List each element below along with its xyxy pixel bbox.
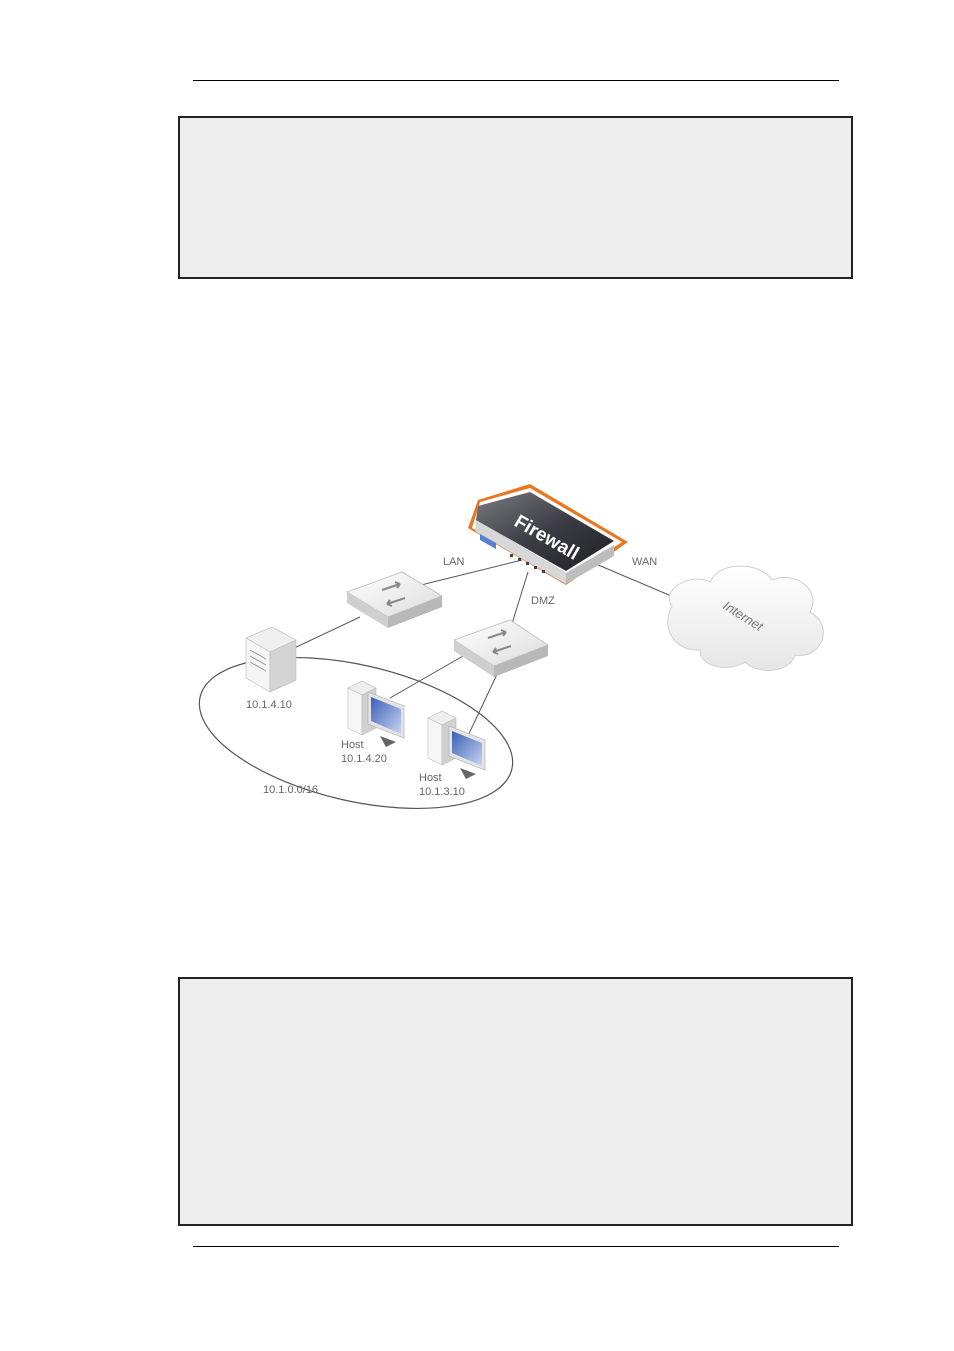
host2-ip: 10.1.3.10: [419, 786, 465, 798]
host1-ip: 10.1.4.20: [341, 753, 387, 765]
header-rule: [193, 80, 839, 81]
firewall-device: Firewall: [468, 484, 628, 585]
wan-label: WAN: [632, 556, 657, 568]
switch-arrows-icon: [381, 581, 406, 607]
bottom-note-box: [178, 977, 853, 1226]
host2-dmz-link: [465, 667, 501, 741]
dmz-label: DMZ: [531, 595, 555, 607]
lan-switch-device: [346, 571, 443, 628]
lan-link: [416, 559, 523, 587]
host2-computer: [427, 710, 486, 779]
internet-cloud: Internet: [667, 565, 824, 671]
host2-label: Host: [419, 772, 442, 784]
server-device: [245, 626, 297, 693]
network-label: 10.1.0.0/16: [263, 784, 318, 796]
switch-arrows-icon: [487, 629, 512, 655]
footer-rule: [193, 1246, 839, 1247]
host1-dmz-link: [389, 651, 471, 699]
server-ip: 10.1.4.10: [246, 699, 292, 711]
server-lan-link: [289, 616, 361, 651]
network-ellipse: [198, 656, 514, 810]
host1-computer: [347, 680, 405, 747]
host1-label: Host: [341, 739, 364, 751]
top-note-box: [178, 116, 853, 279]
dmz-switch-device: [453, 619, 549, 677]
lan-label: LAN: [443, 556, 464, 568]
dmz-link: [509, 571, 529, 631]
